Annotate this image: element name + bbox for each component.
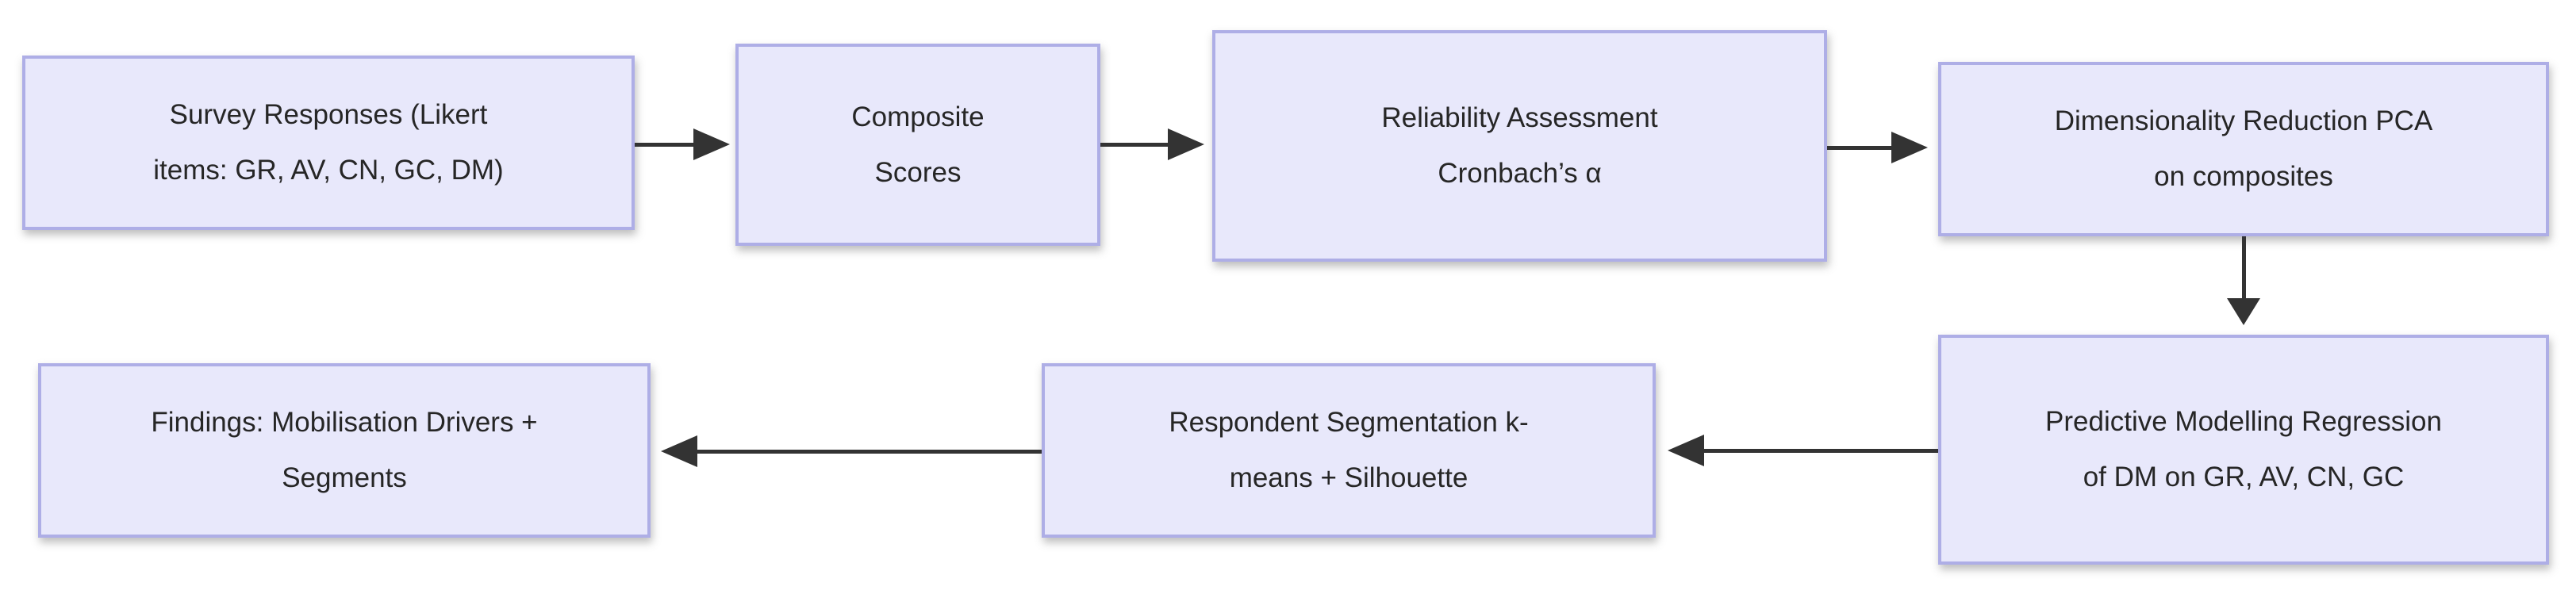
node-reliability-assessment: Reliability Assessment Cronbach’s α [1212,30,1827,262]
edge-reliability-to-pca-line [1827,146,1893,150]
edge-composite-to-reliability-arrowhead-icon [1168,128,1204,160]
edge-survey-to-composite-line [635,143,695,147]
node-findings: Findings: Mobilisation Drivers + Segment… [38,363,651,538]
edge-reliability-to-pca-arrowhead-icon [1891,132,1928,163]
edge-pca-to-regression-arrowhead-icon [2227,298,2260,325]
edge-segmentation-to-findings-line [696,450,1042,454]
node-composite-scores-label: Composite Scores [851,101,985,188]
node-respondent-segmentation: Respondent Segmentation k- means + Silho… [1042,363,1656,538]
edge-regression-to-segmentation-arrowhead-icon [1668,435,1704,466]
node-predictive-modelling: Predictive Modelling Regression of DM on… [1938,335,2549,565]
edge-pca-to-regression-line [2242,236,2246,300]
node-survey-responses: Survey Responses (Likert items: GR, AV, … [22,56,635,230]
node-reliability-assessment-label: Reliability Assessment Cronbach’s α [1381,102,1658,189]
edge-composite-to-reliability-line [1100,143,1169,147]
node-dimensionality-reduction: Dimensionality Reduction PCA on composit… [1938,62,2549,236]
edge-regression-to-segmentation-line [1703,449,1938,453]
edge-segmentation-to-findings-arrowhead-icon [661,435,697,467]
edge-survey-to-composite-arrowhead-icon [693,128,730,160]
node-predictive-modelling-label: Predictive Modelling Regression of DM on… [2045,406,2442,492]
node-survey-responses-label: Survey Responses (Likert items: GR, AV, … [153,99,504,186]
node-composite-scores: Composite Scores [735,44,1100,246]
node-findings-label: Findings: Mobilisation Drivers + Segment… [151,407,538,493]
node-dimensionality-reduction-label: Dimensionality Reduction PCA on composit… [2054,105,2433,192]
node-respondent-segmentation-label: Respondent Segmentation k- means + Silho… [1169,407,1529,493]
